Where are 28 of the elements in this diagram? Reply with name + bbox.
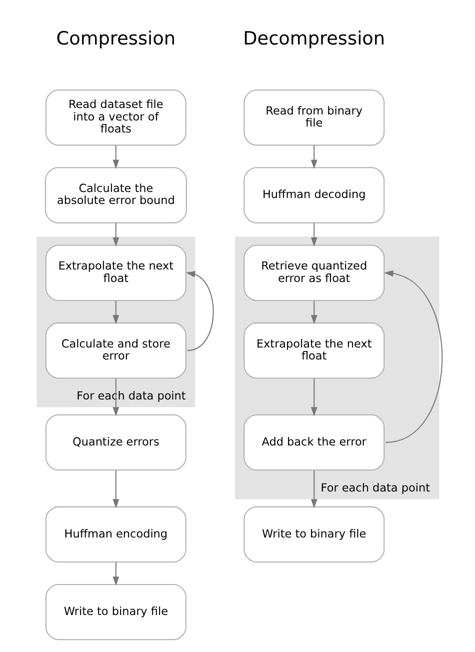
arrow xyxy=(112,378,119,416)
arrow xyxy=(112,470,119,508)
arrow xyxy=(310,378,317,416)
node-box: Read from binary file xyxy=(243,90,384,146)
node-box: Add back the error xyxy=(243,414,384,471)
arrow xyxy=(310,145,317,169)
node-box: Write to binary file xyxy=(44,584,186,640)
arrow xyxy=(310,470,317,508)
node-box: Read dataset file into a vector of floats xyxy=(44,90,186,146)
node-box: Extrapolate the next float xyxy=(44,244,186,301)
arrow xyxy=(112,223,119,247)
arrow xyxy=(112,562,119,586)
node-box: Extrapolate the next float xyxy=(243,322,384,379)
label: Compression xyxy=(56,28,176,50)
arrow xyxy=(112,145,119,169)
arrow xyxy=(112,300,119,324)
arrow xyxy=(185,271,214,352)
node-box: Huffman decoding xyxy=(243,167,384,224)
arrow xyxy=(384,270,442,443)
label: Decompression xyxy=(242,28,385,50)
node-box: Huffman encoding xyxy=(44,506,186,562)
node-box: Write to binary file xyxy=(243,506,384,562)
arrow xyxy=(310,300,317,324)
node-box: Calculate the absolute error bound xyxy=(44,167,186,224)
node-box: Quantize errors xyxy=(44,414,186,471)
node-box: Retrieve quantized error as float xyxy=(243,244,384,301)
arrow xyxy=(310,223,317,247)
node-box: Calculate and store error xyxy=(44,322,186,379)
